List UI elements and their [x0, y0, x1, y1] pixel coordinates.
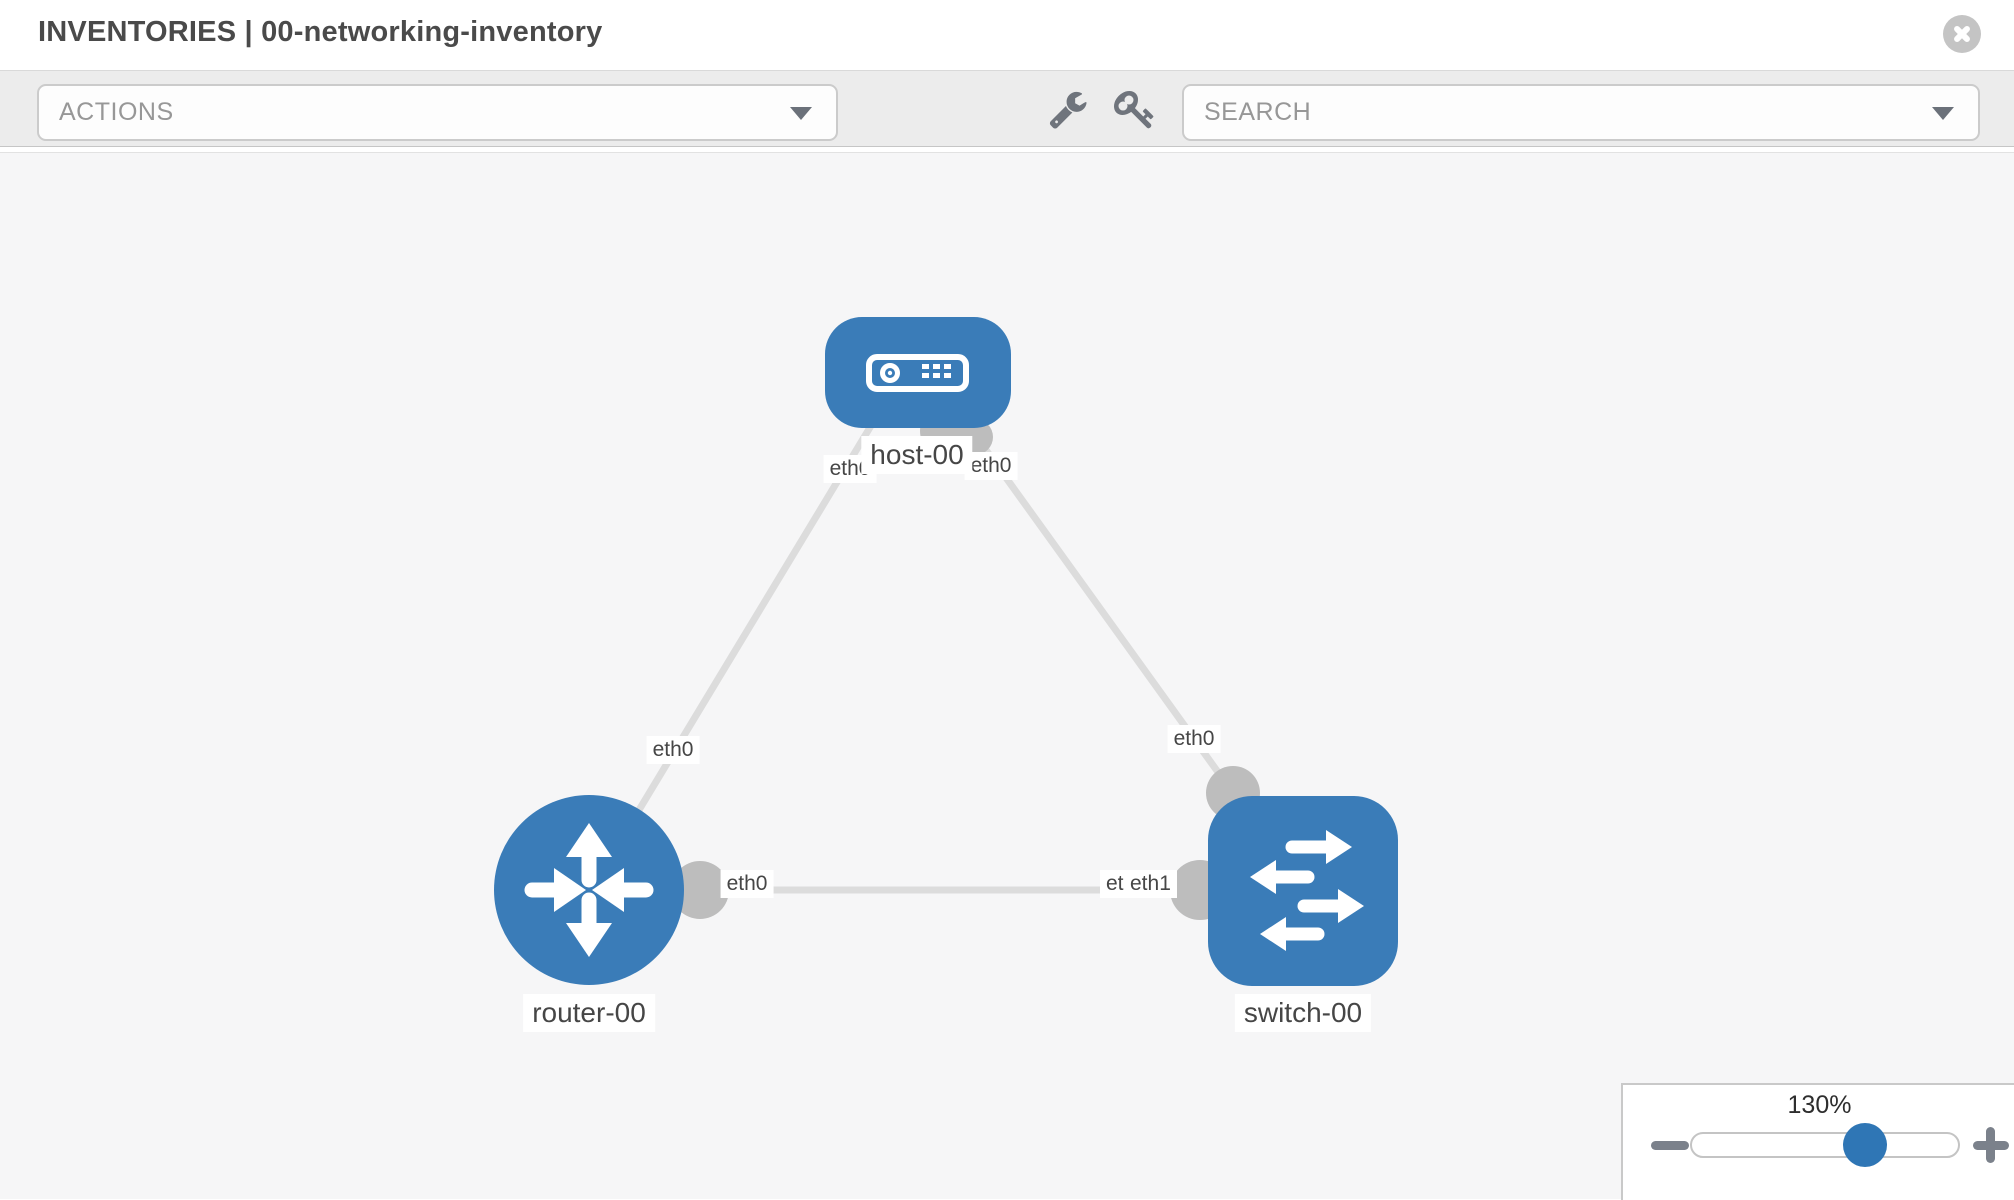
- interface-label: eth0: [1167, 725, 1221, 753]
- server-icon: [866, 354, 969, 392]
- connector-router-right[interactable]: [671, 861, 729, 919]
- key-icon[interactable]: [1114, 88, 1156, 130]
- interface-label: eth0: [720, 870, 774, 898]
- node-label-host: host-00: [861, 436, 973, 474]
- plus-icon: [1986, 1127, 1995, 1163]
- node-router[interactable]: [494, 795, 684, 985]
- interface-connectors: [671, 406, 1260, 920]
- zoom-slider-knob[interactable]: [1843, 1123, 1887, 1167]
- toolbar: ACTIONS SEARCH: [0, 71, 2014, 147]
- toolbar-canvas-divider: [0, 147, 2014, 152]
- interface-label: eth0: [964, 452, 1018, 480]
- wrench-icon: [1049, 91, 1087, 129]
- interface-label: eth0: [646, 736, 700, 764]
- zoom-slider-track[interactable]: [1690, 1132, 1960, 1158]
- search-dropdown[interactable]: SEARCH: [1182, 84, 1980, 141]
- node-label-switch: switch-00: [1234, 994, 1372, 1032]
- zoom-panel: 130%: [1621, 1083, 2014, 1200]
- chevron-down-icon: [790, 106, 812, 120]
- page-title: INVENTORIES | 00-networking-inventory: [38, 16, 603, 48]
- close-button[interactable]: [1943, 15, 1981, 53]
- zoom-out-button[interactable]: [1651, 1141, 1689, 1150]
- interface-label: eth1: [1124, 870, 1177, 898]
- topology-graph: [494, 317, 1398, 986]
- node-host[interactable]: [825, 317, 1011, 428]
- actions-dropdown[interactable]: ACTIONS: [37, 84, 838, 141]
- key-icon: [1114, 90, 1154, 128]
- zoom-level: 130%: [1787, 1091, 1852, 1119]
- actions-dropdown-label: ACTIONS: [59, 98, 174, 126]
- wrench-icon[interactable]: [1048, 89, 1088, 129]
- node-switch[interactable]: [1208, 796, 1398, 986]
- switch-arrows-icon: [1250, 830, 1364, 951]
- router-arrows-icon: [524, 823, 654, 957]
- topology-canvas[interactable]: eth0 eth0 eth0 eth0 eth0 eth0 eth1 host-…: [0, 152, 2014, 1200]
- search-placeholder: SEARCH: [1204, 98, 1312, 126]
- chevron-down-icon: [1932, 106, 1954, 120]
- header: INVENTORIES | 00-networking-inventory: [0, 0, 2014, 71]
- node-label-router: router-00: [523, 994, 655, 1032]
